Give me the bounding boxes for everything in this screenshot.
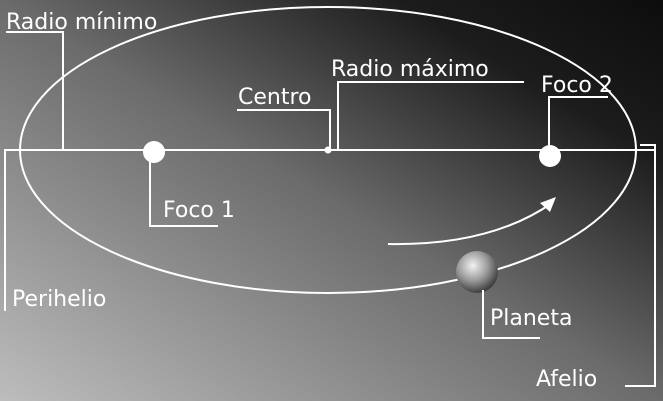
leader-max-radius [337,81,524,150]
motion-arrow-head [540,197,556,212]
focus1-dot [143,141,165,163]
label-perihelion: Perihelio [12,287,106,312]
leader-perihelion [4,149,20,311]
leader-center [237,109,331,148]
leader-focus2 [548,96,608,150]
leader-aphelion [625,144,656,387]
label-max-radius: Radio máximo [331,57,489,82]
label-planet: Planeta [490,306,572,331]
label-min-radius: Radio mínimo [6,10,157,35]
leader-planet [482,290,540,339]
planet-sphere [456,251,498,293]
label-focus2: Foco 2 [541,73,613,98]
label-center: Centro [238,85,312,110]
label-aphelion: Afelio [536,367,597,392]
leader-focus1 [149,160,218,227]
center-point [324,146,332,154]
motion-arrow-curve [387,202,553,246]
focus2-dot [539,145,561,167]
label-focus1: Foco 1 [163,198,235,223]
leader-min-radius [6,31,64,150]
